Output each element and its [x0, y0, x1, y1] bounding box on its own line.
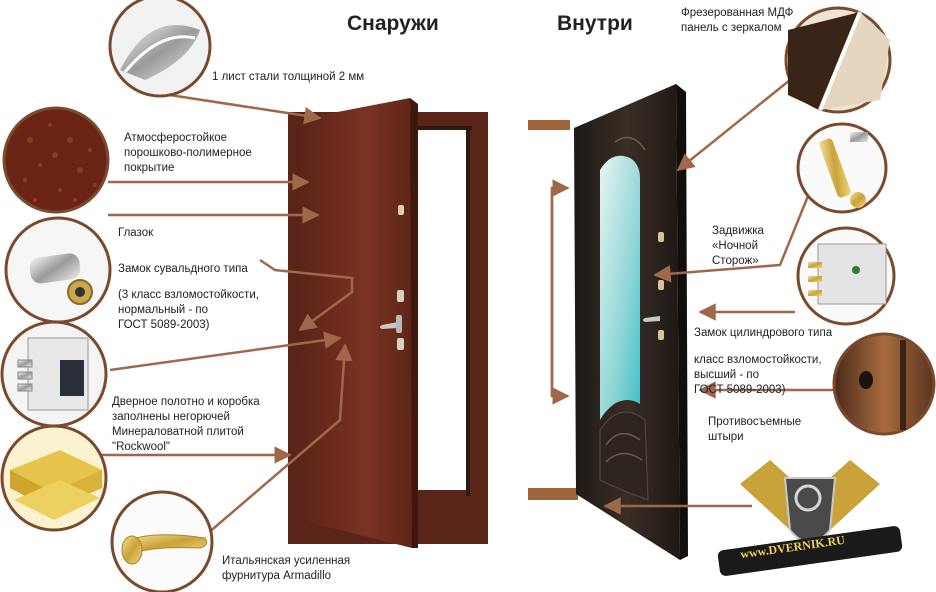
night-latch-label: Задвижка «Ночной Сторож» [712, 225, 764, 267]
anti-removal-label: Противосъемные штыри [708, 416, 802, 443]
inside-latch-icon [658, 232, 664, 242]
right-callouts [550, 79, 838, 515]
outside-heading: Снаружи [347, 12, 439, 35]
outside-door [288, 98, 488, 548]
cylinder-lock-label: Замок цилиндрового типа [694, 327, 833, 339]
outside-door-leaf [296, 98, 412, 548]
inside-door [528, 84, 688, 560]
lock-type-label: Замок сувальдного типа [118, 263, 248, 275]
mdf-panel-label: Фрезерованная МДФ панель с зеркалом [681, 7, 794, 34]
coating-label: Атмосферостойкое порошково-полимерное по… [124, 132, 252, 174]
steel-label: 1 лист стали толщиной 2 мм [212, 71, 365, 83]
upper-lock-icon [398, 205, 404, 215]
dvernik-logo [717, 460, 903, 576]
left-callouts [102, 90, 354, 541]
outside-door-handle-icon [380, 322, 398, 329]
powder-coating-icon [2, 106, 110, 214]
inside-door-frame-top [528, 120, 570, 130]
lower-lock-icon [397, 290, 404, 302]
left-circles [0, 0, 214, 592]
door-mirror [600, 155, 640, 420]
filling-label: Дверное полотно и коробка заполнены него… [112, 396, 260, 453]
lock-class-label: (3 класс взломостойкости, нормальный - п… [118, 289, 259, 331]
anti-removal-pins-icon [832, 332, 936, 436]
cylinder-class-label: класс взломостойкости, высший - по ГОСТ … [694, 354, 822, 396]
right-circles [784, 6, 936, 436]
hardware-label: Итальянская усиленная фурнитура Armadill… [222, 555, 351, 582]
inside-door-handle-icon [643, 316, 660, 322]
outside-door-opening [416, 130, 468, 490]
inside-heading: Внутри [557, 12, 633, 35]
peephole-label: Глазок [118, 227, 154, 239]
